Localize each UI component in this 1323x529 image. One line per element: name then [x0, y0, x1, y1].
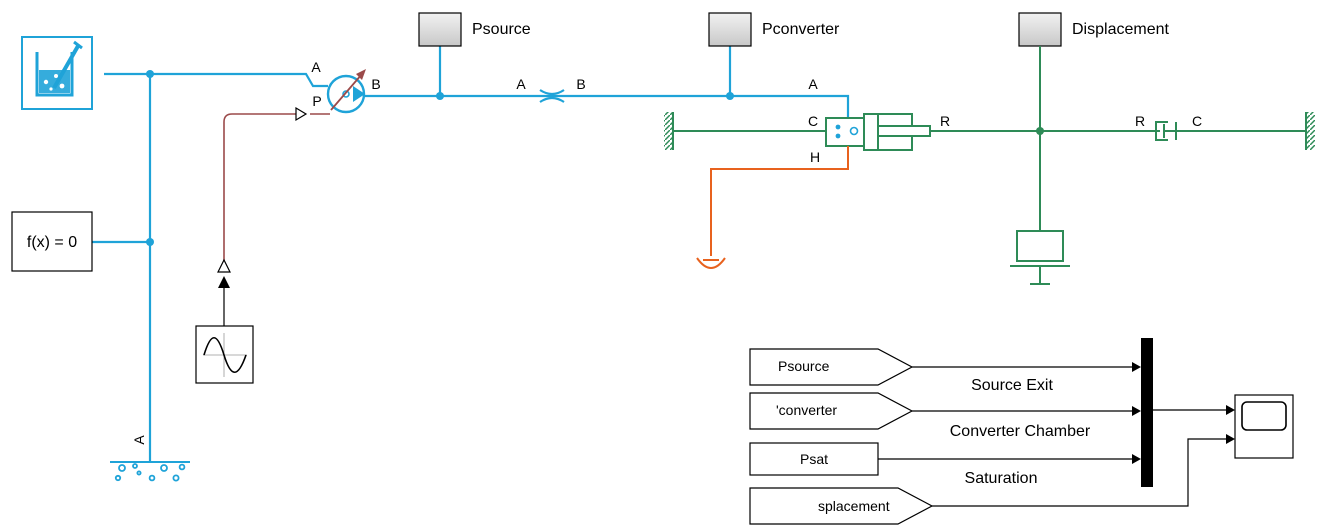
mechanical-ground-right: [1305, 112, 1315, 150]
scope-displacement[interactable]: Displacement: [1018, 12, 1169, 47]
signal-label-saturation: Saturation: [965, 470, 1038, 487]
scope-screen-icon: [1241, 401, 1287, 431]
scope-psource[interactable]: Psource: [418, 12, 531, 47]
physical-signal-network: [217, 106, 330, 326]
converter-port-a-label: A: [808, 76, 818, 92]
mechanical-network: [674, 46, 1305, 231]
beaker-icon: [35, 40, 83, 97]
orifice-port-b-label: B: [576, 76, 585, 92]
converter-port-h-label: H: [810, 149, 820, 165]
hydraulic-line-pump-to-cylinder[interactable]: [364, 94, 850, 118]
from-block-psource-label: Psource: [778, 358, 830, 374]
scope-block[interactable]: [1234, 394, 1294, 459]
mass-block[interactable]: [1010, 230, 1070, 285]
from-block-displacement-label: splacement: [818, 498, 890, 514]
reservoir-block[interactable]: A: [110, 435, 190, 482]
solver-configuration-block[interactable]: f(x) = 0: [11, 211, 93, 272]
mux-block[interactable]: [1141, 338, 1153, 487]
junction-dot: [146, 238, 154, 246]
ps-converter-output-icon: [217, 258, 231, 273]
sine-wave-block[interactable]: [195, 325, 254, 384]
ps-input-port-icon: [295, 106, 308, 122]
orifice-port-a-label: A: [516, 76, 526, 92]
sine-wave-icon: [203, 336, 247, 374]
converter-port-c-label: C: [808, 113, 818, 129]
hydraulic-fluid-block[interactable]: [21, 36, 93, 110]
signal-arrow-icon: [218, 276, 230, 288]
constant-psat-label: Psat: [800, 451, 828, 467]
physical-signal-line[interactable]: [223, 113, 296, 262]
orifice-block[interactable]: A B: [516, 76, 586, 103]
junction-dot: [1036, 127, 1044, 135]
from-block-psource[interactable]: Psource: [749, 348, 914, 386]
damper-port-c-label: C: [1192, 113, 1202, 129]
reservoir-port-a-label: A: [131, 435, 147, 445]
from-block-pconverter-label: 'converter: [776, 402, 837, 418]
scope-psource-label: Psource: [472, 21, 531, 38]
hydraulic-line-tank-to-pump[interactable]: [104, 72, 328, 88]
scope-pconverter[interactable]: Pconverter: [708, 12, 840, 47]
constant-psat-block[interactable]: Psat: [749, 442, 879, 476]
damper-port-r-label: R: [1135, 113, 1145, 129]
variable-arrow-icon: [330, 73, 363, 111]
junction-dot: [436, 92, 444, 100]
hydro-mechanical-converter-block[interactable]: C A H R: [808, 76, 950, 165]
signal-line-displacement[interactable]: [932, 438, 1226, 507]
damper-block[interactable]: R C: [1135, 113, 1202, 141]
variable-pump-block[interactable]: A B P: [311, 59, 381, 114]
converter-port-r-label: R: [940, 113, 950, 129]
signal-label-converter-chamber: Converter Chamber: [950, 423, 1091, 440]
signal-network: Psource 'converter Psat splacement Sourc…: [749, 338, 1294, 525]
pump-port-p-label: P: [312, 93, 321, 109]
junction-dot: [146, 70, 154, 78]
scope-displacement-label: Displacement: [1072, 21, 1169, 38]
junction-dot: [726, 92, 734, 100]
mechanical-ground-left: [664, 112, 674, 150]
pump-port-b-label: B: [371, 76, 380, 92]
solver-label: f(x) = 0: [27, 234, 77, 251]
thermal-network: [696, 146, 849, 269]
from-block-pconverter[interactable]: 'converter: [749, 392, 914, 430]
thermal-reference-icon: [696, 257, 726, 269]
pump-port-a-label: A: [311, 59, 321, 75]
thermal-line[interactable]: [710, 146, 849, 256]
signal-label-source-exit: Source Exit: [971, 377, 1053, 394]
scope-pconverter-label: Pconverter: [762, 21, 840, 38]
from-block-displacement[interactable]: splacement: [749, 487, 934, 525]
reservoir-icon: [114, 463, 186, 482]
hydraulic-network: [92, 46, 850, 462]
